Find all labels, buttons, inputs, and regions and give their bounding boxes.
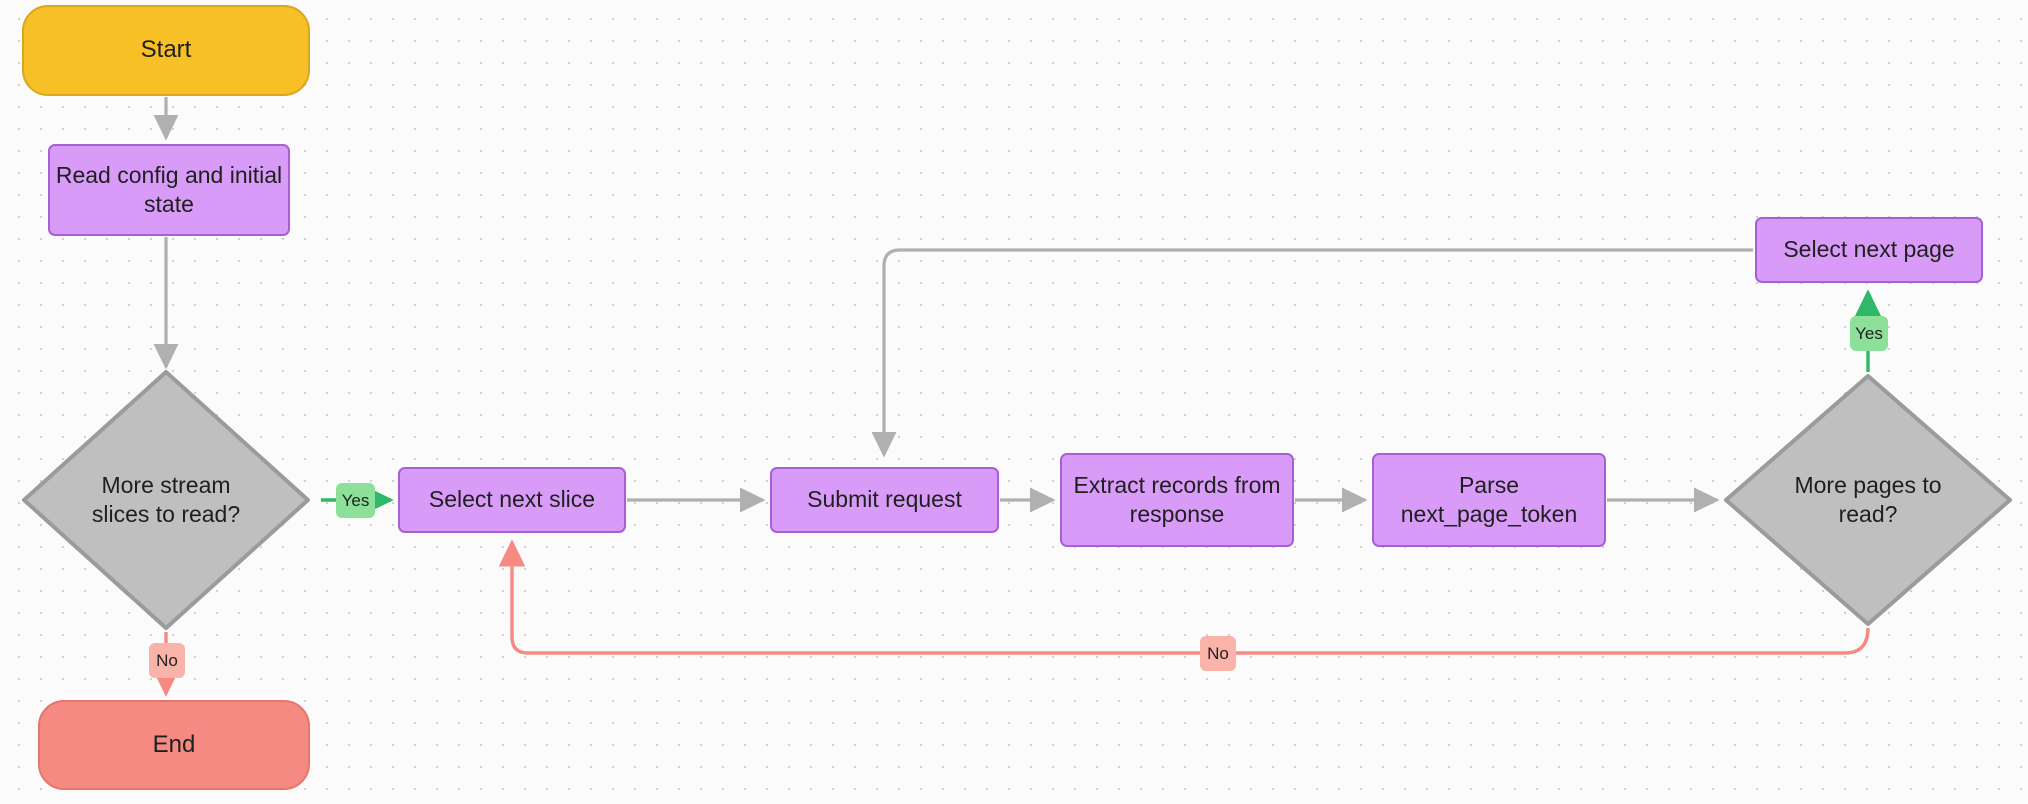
node-end-label: End bbox=[152, 730, 196, 758]
node-start[interactable]: Start bbox=[22, 5, 310, 96]
edge-label-slices-yes-text: Yes bbox=[341, 490, 370, 510]
edge-label-pages-yes: Yes bbox=[1850, 316, 1888, 351]
node-more-stream-slices[interactable]: More stream slices to read? bbox=[20, 368, 312, 632]
node-select-next-page[interactable]: Select next page bbox=[1755, 217, 1983, 283]
node-select-next-page-label: Select next page bbox=[1783, 236, 1955, 263]
node-more-pages-label: More pages to read? bbox=[1794, 471, 1942, 527]
node-parse-next-page-token[interactable]: Parse next_page_token bbox=[1372, 453, 1606, 547]
node-extract-records-label: Extract records from response bbox=[1073, 471, 1281, 527]
edge-label-pages-no: No bbox=[1200, 636, 1236, 671]
edge-more-pages-no-loop bbox=[498, 539, 1870, 655]
node-select-next-slice-label: Select next slice bbox=[428, 486, 596, 513]
edge-label-slices-no: No bbox=[149, 643, 185, 678]
node-more-pages[interactable]: More pages to read? bbox=[1722, 372, 2014, 628]
edge-label-slices-yes: Yes bbox=[336, 483, 375, 518]
node-parse-next-page-token-label: Parse next_page_token bbox=[1400, 471, 1578, 527]
node-start-label: Start bbox=[140, 36, 192, 64]
node-read-config-label: Read config and initial state bbox=[55, 161, 283, 217]
edge-next-page-to-submit-loop bbox=[871, 248, 1753, 458]
node-more-stream-slices-label: More stream slices to read? bbox=[91, 471, 241, 527]
node-end[interactable]: End bbox=[38, 700, 310, 790]
edge-label-pages-yes-text: Yes bbox=[1855, 323, 1883, 343]
node-read-config[interactable]: Read config and initial state bbox=[48, 144, 290, 236]
edge-label-slices-no-text: No bbox=[156, 650, 178, 670]
node-extract-records[interactable]: Extract records from response bbox=[1060, 453, 1294, 547]
edge-label-pages-no-text: No bbox=[1207, 643, 1229, 663]
node-select-next-slice[interactable]: Select next slice bbox=[398, 467, 626, 533]
node-submit-request-label: Submit request bbox=[807, 486, 962, 513]
decision-diamond-shape bbox=[22, 370, 310, 630]
node-submit-request[interactable]: Submit request bbox=[770, 467, 999, 533]
